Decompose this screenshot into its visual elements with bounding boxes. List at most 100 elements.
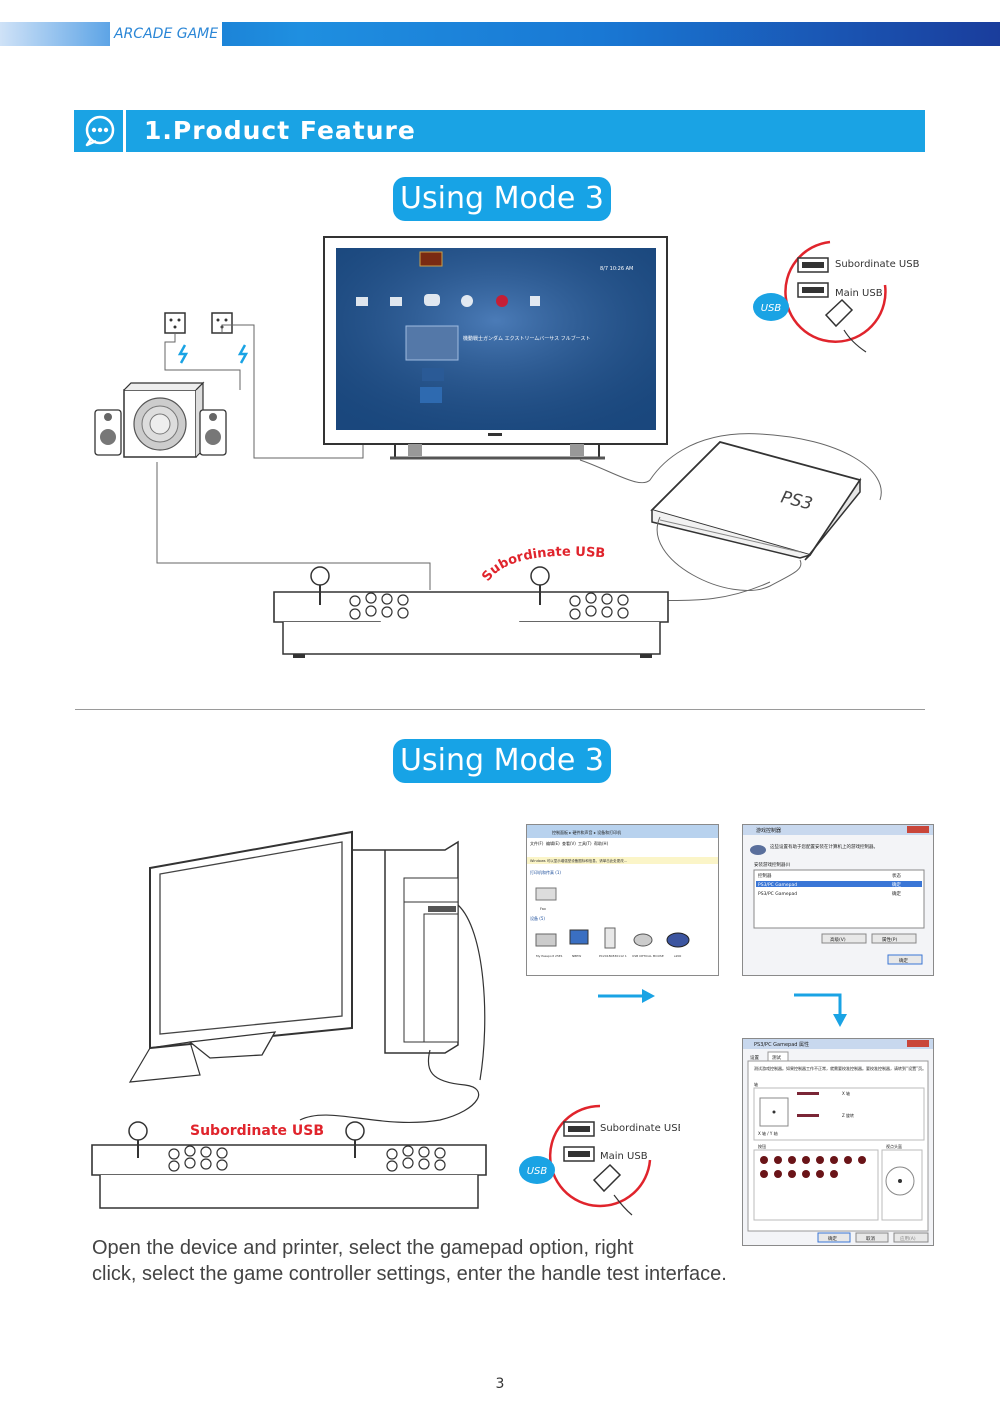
arcade-controller-icon xyxy=(273,566,669,658)
window-title: 游戏控制器 xyxy=(756,827,781,834)
test-instructions: 测试游戏控制器。如果控制器工作不正常，就需要校准控制器。要校准控制器，请转到“设… xyxy=(754,1065,926,1071)
gamepad-icon xyxy=(666,932,690,948)
controller-row[interactable]: PS3/PC Gamepad xyxy=(758,891,797,897)
printers-group[interactable]: 打印机和传真 (1) xyxy=(530,869,561,875)
gamepad-properties-window: PS3/PC Gamepad 属性 设置 测试 测试游戏控制器。如果控制器工作不… xyxy=(742,1038,934,1246)
svg-text:取消: 取消 xyxy=(866,1235,875,1242)
svg-text:Z 旋转: Z 旋转 xyxy=(842,1112,854,1118)
diagram-tv-setup: 8/7 10:26 AM 機動戦士ガンダム エクストリームバーサス フルブースト… xyxy=(94,236,920,658)
usb-subordinate-label: Subordinate USB xyxy=(835,259,920,270)
lightning-icon xyxy=(237,344,249,364)
hard-drive-icon xyxy=(535,933,557,947)
usb-main-label: Main USB xyxy=(835,288,883,299)
section-icon-box xyxy=(74,110,126,152)
svg-text:确定: 确定 xyxy=(892,881,901,888)
brand-label: ARCADE GAME xyxy=(110,22,222,46)
col-controller: 控制器 xyxy=(758,872,772,879)
page-number: 3 xyxy=(495,1376,505,1392)
ps3-console-icon: PS3 xyxy=(650,440,862,561)
menu-file[interactable]: 文件(F) xyxy=(530,840,544,846)
fax-label[interactable]: Fax xyxy=(540,907,546,911)
usb-badge: USB xyxy=(527,1166,548,1177)
menu-help[interactable]: 帮助(H) xyxy=(594,840,609,846)
svg-text:X 轴 / Y 轴: X 轴 / Y 轴 xyxy=(758,1130,778,1136)
pc-tower-icon xyxy=(604,927,616,949)
svg-text:s200: s200 xyxy=(674,954,681,958)
diagram-pc-setup: Subordinate USB xyxy=(91,830,487,1209)
cancel-button[interactable] xyxy=(855,1232,889,1243)
arcade-controller-bottom-icon xyxy=(91,1121,487,1209)
advanced-button[interactable] xyxy=(821,933,867,944)
game-controllers-window: 游戏控制器 这些设置有助于您配置安装在计算机上的游戏控制器。 安装游戏控制器(I… xyxy=(742,824,934,976)
hat-label: 视点头盔 xyxy=(886,1143,902,1149)
svg-text:X 轴: X 轴 xyxy=(842,1090,850,1096)
desktop-computer-icon xyxy=(128,830,459,1083)
chat-bubble-icon xyxy=(85,115,115,147)
menu-tools[interactable]: 工具(T) xyxy=(578,840,592,846)
tab-settings[interactable]: 设置 xyxy=(750,1054,759,1061)
svg-text:PS3/PC Gamepad: PS3/PC Gamepad xyxy=(758,882,797,888)
lightning-icon xyxy=(177,344,189,364)
svg-text:USB OPTICAL MOUSE: USB OPTICAL MOUSE xyxy=(632,954,664,958)
svg-text:PC20180830112 1: PC20180830112 1 xyxy=(599,954,627,958)
tv-time: 8/7 10:26 AM xyxy=(600,266,633,272)
usb-badge: USB xyxy=(761,303,782,314)
tab-test[interactable]: 测试 xyxy=(772,1054,781,1061)
col-status: 状态 xyxy=(892,872,901,879)
mouse-icon xyxy=(633,933,653,947)
usb-plug-icon xyxy=(592,1163,622,1193)
usb-plug-icon xyxy=(824,298,854,328)
menu-view[interactable]: 查看(V) xyxy=(562,840,576,846)
section-header: 1.Product Feature xyxy=(74,110,925,152)
close-icon[interactable] xyxy=(907,1040,929,1047)
caption-line-1: Open the device and printer, select the … xyxy=(92,1237,634,1259)
power-outlet-1-icon xyxy=(164,312,186,334)
usb-legend-bottom: Subordinate USB Main USB USB xyxy=(519,1104,680,1216)
svg-text:属性(P): 属性(P) xyxy=(882,936,897,943)
svg-text:确定: 确定 xyxy=(899,957,908,964)
fax-icon xyxy=(535,887,557,901)
svg-text:高级(V): 高级(V) xyxy=(830,936,846,943)
usb-legend-top: Subordinate USB Main USB USB xyxy=(753,240,920,353)
arrow-down-icon xyxy=(794,993,847,1027)
section-title: 1.Product Feature xyxy=(144,116,416,145)
section-divider xyxy=(75,709,925,710)
controller-row-selected[interactable] xyxy=(756,881,922,887)
axis-bar xyxy=(797,1092,819,1095)
mode-title-top: Using Mode 3 xyxy=(393,177,611,221)
devices-address-bar: 控制面板 ▸ 硬件和声音 ▸ 设备和打印机 xyxy=(552,829,621,835)
svg-text:NBEW: NBEW xyxy=(572,954,581,958)
axis-bar xyxy=(797,1114,819,1117)
button-indicators xyxy=(760,1156,866,1178)
mode-title-bottom: Using Mode 3 xyxy=(393,739,611,783)
apply-button[interactable] xyxy=(893,1232,929,1243)
svg-text:确定: 确定 xyxy=(892,890,901,897)
description: 这些设置有助于您配置安装在计算机上的游戏控制器。 xyxy=(770,843,878,850)
gamepad-icon xyxy=(750,845,766,855)
usb-subordinate-label: Subordinate USB xyxy=(600,1123,680,1134)
devices-notice[interactable]: Windows 可以显示增强型设备图标和信息，请单击此处更改... xyxy=(530,858,627,863)
instruction-caption: Open the device and printer, select the … xyxy=(92,1235,892,1287)
menu-edit[interactable]: 编辑(E) xyxy=(546,840,560,846)
ok-button[interactable] xyxy=(817,1232,851,1243)
ok-button[interactable] xyxy=(887,954,923,965)
devices-group[interactable]: 设备 (5) xyxy=(530,915,545,921)
devices-printers-window: 控制面板 ▸ 硬件和声音 ▸ 设备和打印机 文件(F) 编辑(E) 查看(V) … xyxy=(526,824,719,976)
buttons-label: 按钮 xyxy=(758,1143,766,1149)
window-title: PS3/PC Gamepad 属性 xyxy=(754,1041,809,1048)
properties-button[interactable] xyxy=(871,933,917,944)
device-icons[interactable] xyxy=(535,927,690,949)
svg-text:My Passport 25E1: My Passport 25E1 xyxy=(536,954,563,958)
cable-label-bottom: Subordinate USB xyxy=(190,1123,324,1139)
svg-text:确定: 确定 xyxy=(828,1235,837,1242)
monitor-icon xyxy=(569,929,589,945)
caption-line-2: click, select the game controller settin… xyxy=(92,1263,727,1285)
close-icon[interactable] xyxy=(907,826,929,833)
speaker-system-icon xyxy=(94,381,227,458)
usb-main-label: Main USB xyxy=(600,1151,648,1162)
arrow-right-icon xyxy=(598,989,655,1003)
top-banner: ARCADE GAME xyxy=(0,22,1000,46)
tv-game-title: 機動戦士ガンダム エクストリームバーサス フルブースト xyxy=(463,335,590,342)
installed-label: 安装游戏控制器(I) xyxy=(754,861,791,868)
svg-text:应用(A): 应用(A) xyxy=(900,1235,916,1242)
